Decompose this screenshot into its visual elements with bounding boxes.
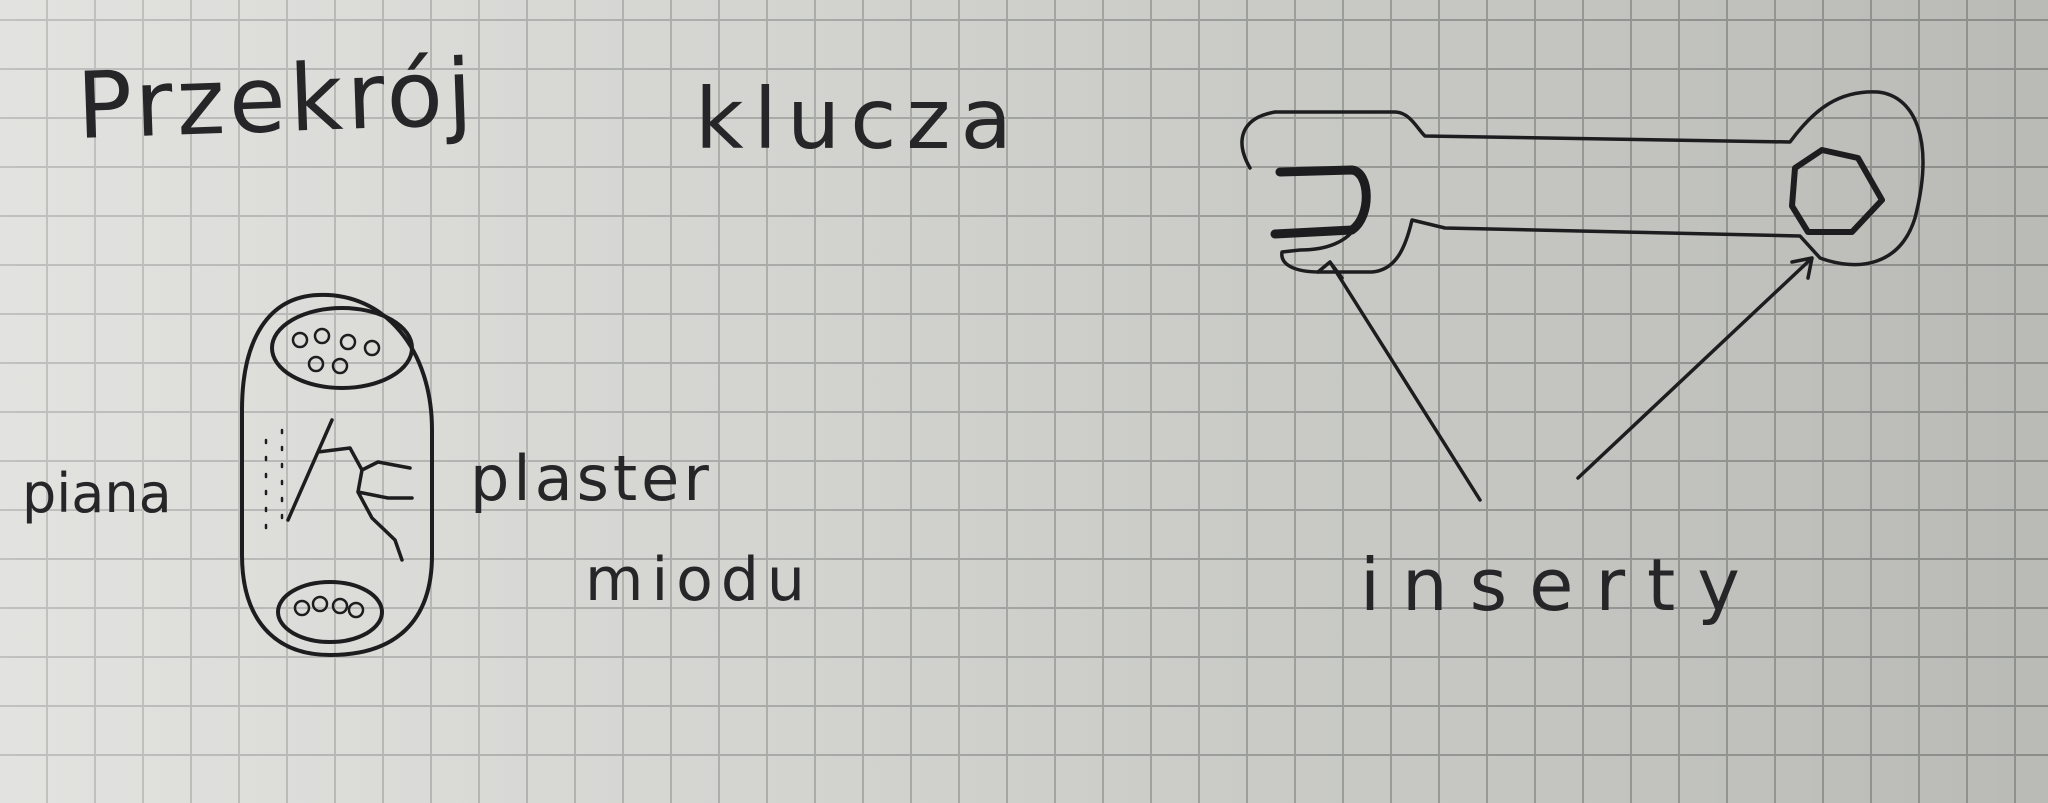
open-jaw-insert [1270, 165, 1371, 239]
cross-section-drawing [240, 292, 434, 657]
cross-section-outline [240, 292, 434, 657]
wrench-outline [1240, 90, 1925, 274]
label-plaster: plaster [470, 442, 713, 515]
title-word-przekroj: Przekrój [75, 39, 478, 160]
top-insert-ellipse [270, 306, 414, 390]
foam-dots [264, 428, 284, 532]
label-miodu: miodu [585, 545, 813, 615]
honeycomb-core [286, 418, 414, 562]
arrow-to-hex-insert [1576, 256, 1814, 480]
hex-ring-insert [1789, 147, 1885, 235]
label-inserty: inserty [1360, 543, 1762, 627]
wrench-drawing [1240, 90, 1925, 502]
label-piana: piana [22, 462, 172, 525]
bottom-insert-ellipse [276, 580, 384, 644]
top-insert-holes [291, 327, 381, 375]
bottom-insert-holes [293, 595, 365, 619]
title-word-klucza: klucza [695, 70, 1022, 168]
arrow-to-jaw-insert [1316, 260, 1482, 502]
